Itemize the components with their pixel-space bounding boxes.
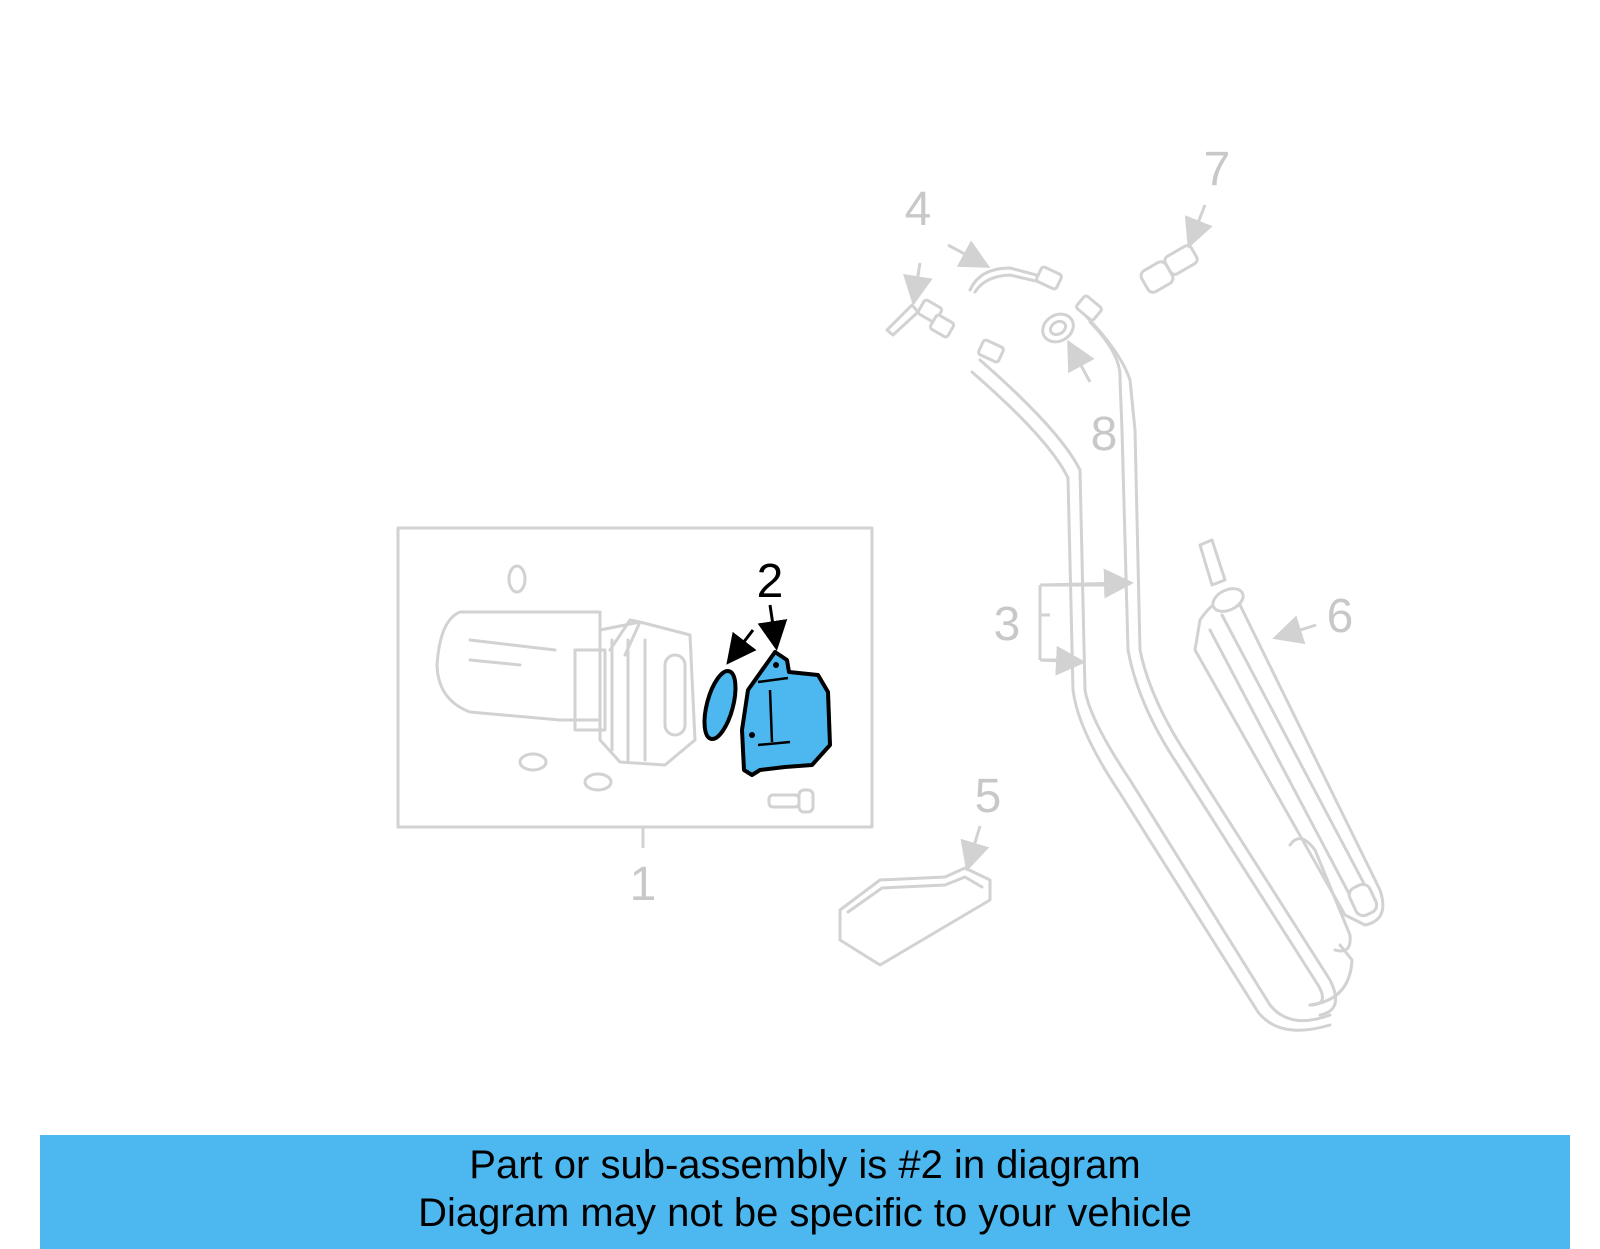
callout-4: 4 <box>905 183 932 236</box>
bracket-3 <box>1038 568 1134 676</box>
assembly-box <box>396 526 874 848</box>
cover-highlighted <box>740 650 832 777</box>
callout-1: 1 <box>630 858 657 911</box>
leader-2-ring <box>726 629 757 665</box>
leader-5 <box>960 825 990 872</box>
leader-7 <box>1184 204 1213 249</box>
housing-part <box>435 564 697 792</box>
callout-3: 3 <box>994 598 1021 651</box>
sensor-part-4 <box>885 265 1103 364</box>
banner-line-disclaimer: Diagram may not be specific to your vehi… <box>418 1191 1192 1235</box>
leader-8 <box>1067 339 1095 383</box>
leader-4b <box>903 262 933 306</box>
callout-6: 6 <box>1327 590 1354 643</box>
callout-8: 8 <box>1091 408 1118 461</box>
leader-6 <box>1272 615 1317 645</box>
leader-2-cover <box>757 604 788 651</box>
pad-part-5 <box>838 866 992 967</box>
bolt-part <box>767 788 815 814</box>
callout-2: 2 <box>757 555 784 608</box>
leader-4a <box>947 240 991 268</box>
info-banner: Part or sub-assembly is #2 in diagram Di… <box>40 1135 1570 1249</box>
callout-5: 5 <box>975 770 1002 823</box>
o-ring-highlighted <box>702 669 738 741</box>
grommet-part-8 <box>1041 312 1075 344</box>
banner-line-part: Part or sub-assembly is #2 in diagram <box>469 1143 1141 1187</box>
tube-part <box>970 308 1354 1032</box>
callout-7: 7 <box>1204 143 1231 196</box>
cylinder-part-6 <box>1193 538 1385 953</box>
plug-part-7 <box>1139 244 1199 294</box>
